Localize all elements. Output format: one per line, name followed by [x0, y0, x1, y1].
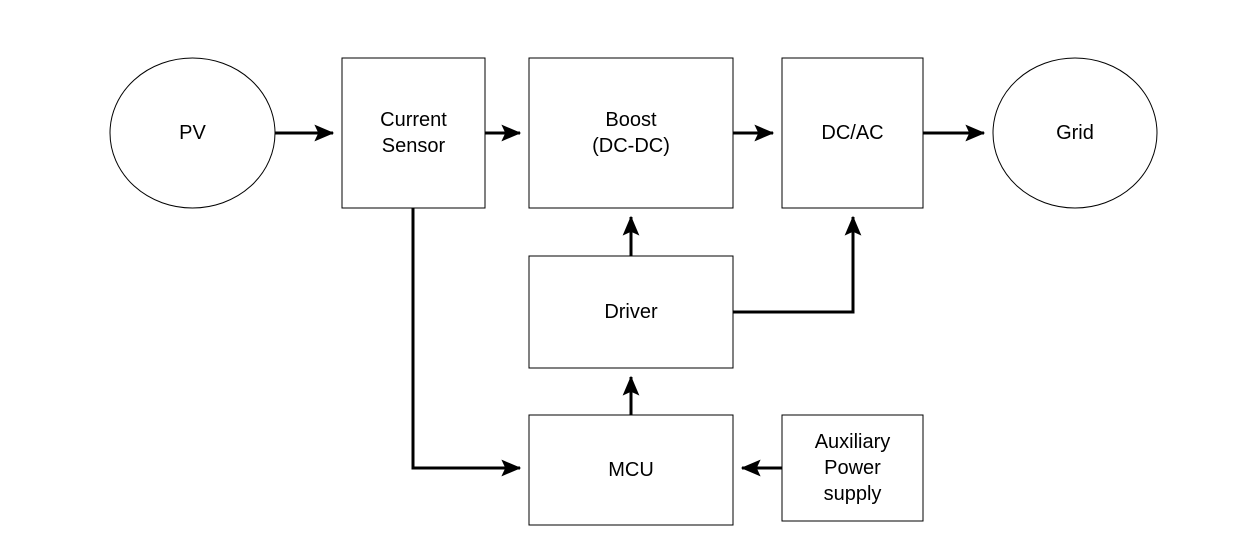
node-shape-pv[interactable]	[109, 57, 276, 209]
node-shape-boost[interactable]	[528, 57, 734, 209]
node-shape-driver[interactable]	[528, 255, 734, 369]
node-shape-dc-ac[interactable]	[781, 57, 924, 209]
connectors	[275, 124, 986, 477]
node-shape-mcu[interactable]	[528, 414, 734, 526]
node-shape-current-sensor[interactable]	[341, 57, 486, 209]
node-shapes	[109, 57, 1158, 526]
node-shape-grid[interactable]	[992, 57, 1158, 209]
connector-current-sensor-to-mcu[interactable]	[411, 208, 522, 477]
connector-driver-to-dc-ac[interactable]	[733, 215, 862, 314]
node-shape-aux-power[interactable]	[781, 414, 924, 522]
